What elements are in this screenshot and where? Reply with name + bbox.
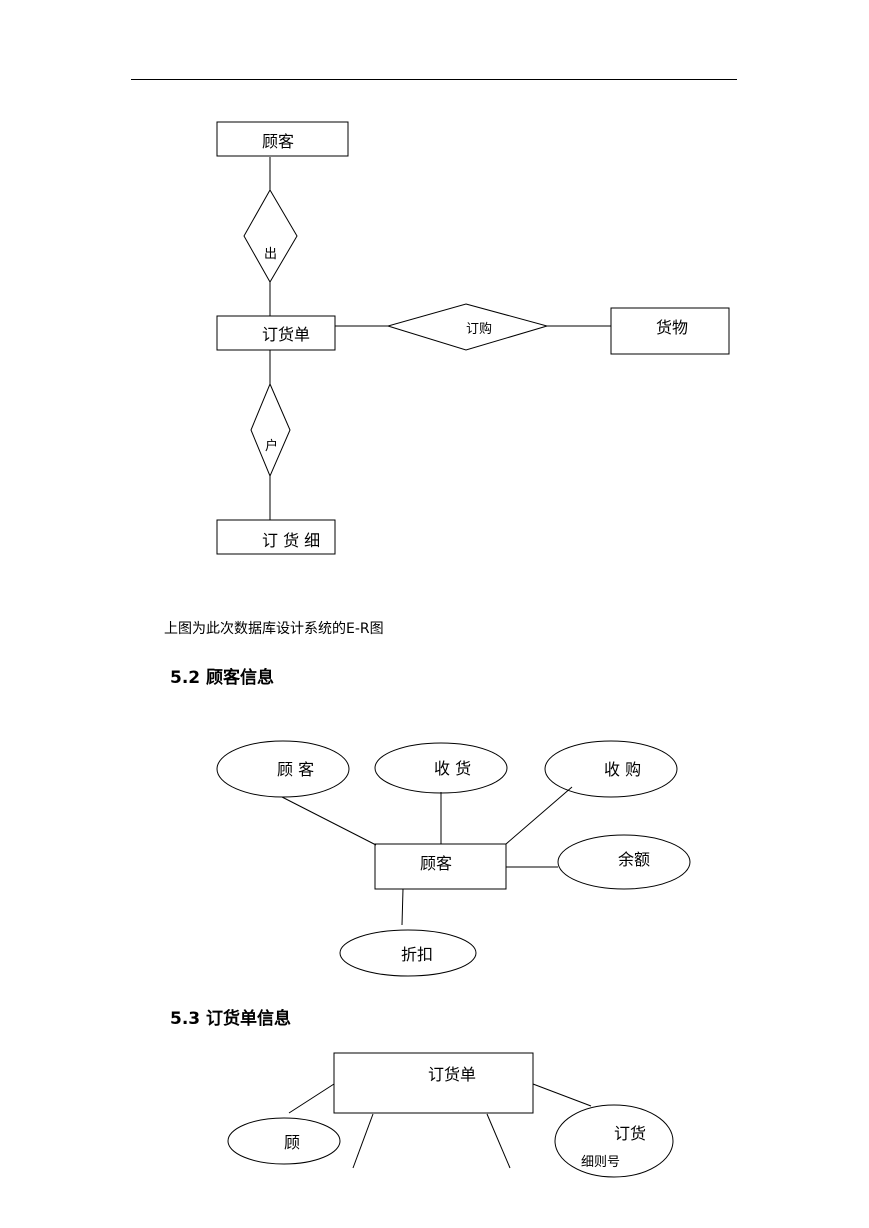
entity-goods-box (610, 307, 730, 355)
attribute-ellipse (216, 740, 350, 798)
attribute-ellipse (227, 1117, 341, 1165)
header-rule (131, 79, 737, 80)
connector-line (505, 786, 573, 845)
attribute-label: 细则号 (581, 1155, 620, 1170)
entity-goods-label: 货物 (656, 318, 688, 337)
entity-order-box (216, 315, 336, 351)
connector-line (486, 1113, 511, 1169)
attribute-ellipse (557, 834, 691, 890)
entity-order-info-box (333, 1052, 534, 1114)
attribute-ellipse (544, 740, 678, 798)
section-heading-customer-info: 5.2 顾客信息 (170, 668, 275, 688)
attribute-label: 收 购 (604, 760, 641, 779)
section-heading-order-info: 5.3 订货单信息 (170, 1009, 292, 1029)
relationship-order-detail-label: 户 (265, 438, 278, 454)
connector-line (352, 1113, 374, 1169)
relationship-customer-order-label: 出 (264, 247, 277, 262)
attribute-label: 订货 (614, 1124, 646, 1143)
connector-line (532, 1083, 592, 1107)
connector-line (401, 888, 404, 926)
connector-line (288, 1083, 335, 1114)
relationship-order-detail-diamond (250, 382, 291, 478)
relationship-order-goods-label: 订购 (466, 321, 492, 337)
entity-customer-label: 顾客 (262, 132, 294, 151)
attribute-label: 顾 客 (277, 760, 314, 779)
attribute-ellipse (554, 1104, 674, 1178)
attribute-label: 余额 (618, 850, 650, 869)
attribute-label: 收 货 (434, 759, 471, 778)
relationship-customer-order-diamond (243, 188, 298, 284)
attribute-ellipse (339, 929, 477, 977)
entity-customer-info-box (374, 843, 507, 890)
entity-order-detail-box (216, 519, 336, 555)
attribute-ellipse (374, 742, 508, 794)
connector-line (281, 796, 377, 846)
entity-order-info-label: 订货单 (428, 1065, 476, 1084)
relationship-order-goods-diamond (386, 303, 549, 351)
entity-customer-box (216, 121, 349, 157)
entity-order-detail-label: 订 货 细 (262, 531, 320, 550)
entity-customer-info-label: 顾客 (420, 854, 452, 873)
entity-order-label: 订货单 (262, 325, 310, 344)
attribute-label: 折扣 (401, 945, 433, 964)
attribute-label: 顾 (284, 1133, 300, 1152)
diagram-caption: 上图为此次数据库设计系统的E-R图 (164, 621, 384, 637)
